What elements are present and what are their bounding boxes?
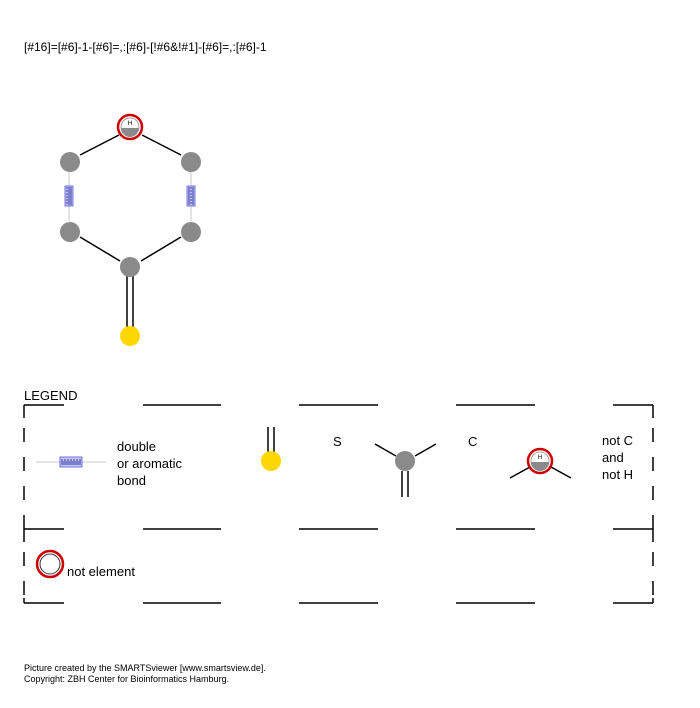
bond-h-c-right <box>141 134 182 156</box>
bond-h-c-left <box>79 134 120 156</box>
bond-double-c-s <box>126 276 134 327</box>
legend-aromatic-bond-icon <box>36 456 106 468</box>
bond-aromatic-left <box>64 172 74 221</box>
atom-carbon-upper-left <box>60 152 80 172</box>
atom-carbon-upper-right <box>181 152 201 172</box>
legend-frame <box>23 404 654 604</box>
atom-carbon-lower-right <box>181 222 201 242</box>
legend-not-c-not-h-icon: H <box>509 447 572 479</box>
bond-c-c-lower-left <box>79 236 121 262</box>
legend-sulfur-icon <box>261 427 281 471</box>
legend-not-element-label: not element <box>67 564 135 579</box>
legend-not-c-label: not C and not H <box>602 433 634 482</box>
atom-carbon-bottom <box>120 257 140 277</box>
legend-title: LEGEND <box>24 388 78 403</box>
molecule-bonds <box>64 134 196 327</box>
atom-carbon-lower-left <box>60 222 80 242</box>
legend-h-label: H <box>538 455 542 461</box>
atom-h-label: H <box>128 121 132 127</box>
molecule-atoms: H <box>60 113 201 346</box>
atom-not-element-h: H <box>116 113 144 141</box>
footer-copyright: Copyright: ZBH Center for Bioinformatics… <box>24 674 230 684</box>
atom-sulfur <box>120 326 140 346</box>
legend-not-element-icon <box>35 549 65 579</box>
legend-s-label: S <box>333 434 342 449</box>
smarts-string: [#16]=[#6]-1-[#6]=,:[#6]-[!#6&!#1]-[#6]=… <box>24 40 267 54</box>
legend-bond-label: double or aromatic bond <box>117 439 183 488</box>
bond-c-c-lower-right <box>140 236 182 262</box>
legend-c-label: C <box>468 434 478 449</box>
bond-aromatic-right <box>186 172 196 221</box>
footer: Picture created by the SMARTSviewer [www… <box>24 663 266 685</box>
footer-credit: Picture created by the SMARTSviewer [www… <box>24 663 266 673</box>
legend-carbon-icon <box>374 443 437 497</box>
